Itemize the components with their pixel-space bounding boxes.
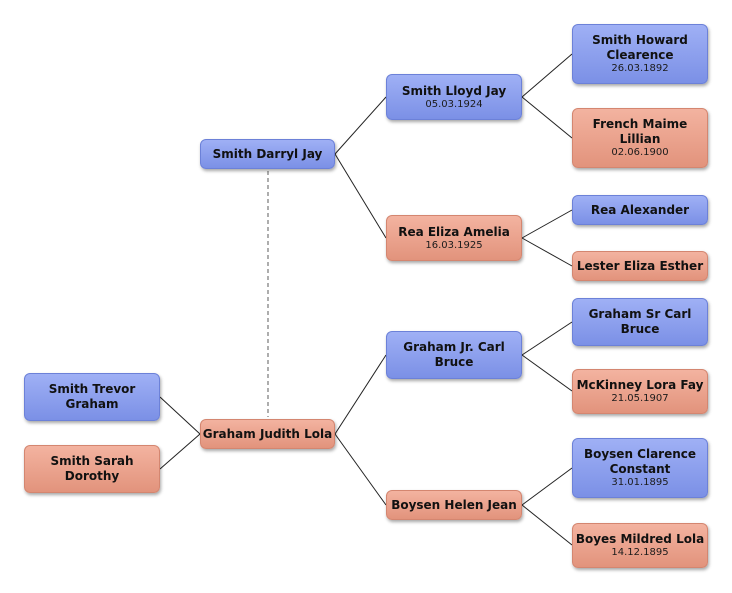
connector-lloyd-howard (521, 53, 573, 98)
person-name: Smith Trevor Graham (48, 382, 136, 411)
connector-carljr-carlsr (521, 321, 573, 356)
person-name: Rea Eliza Amelia (398, 224, 510, 239)
connector-judith-carljr (334, 354, 387, 435)
person-node-lorafay[interactable]: McKinney Lora Fay 21.05.1907 (572, 369, 708, 414)
person-node-carlsr[interactable]: Graham Sr Carl Bruce (572, 298, 708, 346)
person-birth-date: 26.03.1892 (611, 63, 669, 74)
person-birth-date: 16.03.1925 (425, 239, 483, 251)
connector-darryl-eliza (334, 153, 387, 239)
person-node-sarah[interactable]: Smith Sarah Dorothy (24, 445, 160, 493)
connector-carljr-lorafay (521, 354, 573, 392)
person-node-maime[interactable]: French Maime Lillian 02.06.1900 (572, 108, 708, 168)
connector-trevor-judith (159, 396, 201, 435)
connector-lloyd-maime (521, 96, 573, 139)
person-birth-date: 14.12.1895 (611, 547, 669, 558)
person-name: Lester Eliza Esther (576, 258, 704, 273)
person-name: Graham Jr. Carl Bruce (403, 340, 505, 369)
person-node-alexander[interactable]: Rea Alexander (572, 195, 708, 225)
person-node-howard[interactable]: Smith Howard Clearence 26.03.1892 (572, 24, 708, 84)
person-birth-date: 21.05.1907 (611, 393, 669, 404)
person-node-darryl[interactable]: Smith Darryl Jay (200, 139, 335, 169)
person-node-eliza[interactable]: Rea Eliza Amelia 16.03.1925 (386, 215, 522, 261)
person-name: Smith Darryl Jay (212, 146, 323, 161)
person-name: Boysen Clarence Constant (583, 447, 697, 476)
person-name: McKinney Lora Fay (576, 378, 704, 392)
connector-sarah-judith (159, 433, 201, 470)
connector-eliza-alexander (521, 209, 573, 239)
person-node-trevor[interactable]: Smith Trevor Graham (24, 373, 160, 421)
person-node-lloyd[interactable]: Smith Lloyd Jay 05.03.1924 (386, 74, 522, 120)
connector-darryl-lloyd (334, 96, 387, 155)
person-node-clarence[interactable]: Boysen Clarence Constant 31.01.1895 (572, 438, 708, 498)
connector-helen-clarence (521, 467, 573, 506)
person-name: Smith Sarah Dorothy (50, 454, 134, 483)
person-name: French Maime Lillian (592, 117, 688, 146)
connector-helen-mildred (521, 504, 573, 546)
connector-eliza-esther (521, 237, 573, 267)
person-name: Smith Howard Clearence (592, 33, 688, 62)
person-name: Graham Judith Lola (202, 426, 333, 441)
person-node-mildred[interactable]: Boyes Mildred Lola 14.12.1895 (572, 523, 708, 568)
person-node-esther[interactable]: Lester Eliza Esther (572, 251, 708, 281)
person-node-carljr[interactable]: Graham Jr. Carl Bruce (386, 331, 522, 379)
person-birth-date: 02.06.1900 (611, 147, 669, 158)
person-name: Boysen Helen Jean (391, 497, 517, 512)
person-name: Boyes Mildred Lola (575, 532, 705, 546)
person-node-helen[interactable]: Boysen Helen Jean (386, 490, 522, 520)
person-name: Graham Sr Carl Bruce (588, 307, 692, 336)
person-birth-date: 05.03.1924 (425, 98, 483, 110)
person-node-judith[interactable]: Graham Judith Lola (200, 419, 335, 449)
person-name: Rea Alexander (590, 202, 690, 217)
connector-judith-helen (334, 433, 387, 506)
person-birth-date: 31.01.1895 (611, 477, 669, 488)
person-name: Smith Lloyd Jay (401, 83, 507, 98)
